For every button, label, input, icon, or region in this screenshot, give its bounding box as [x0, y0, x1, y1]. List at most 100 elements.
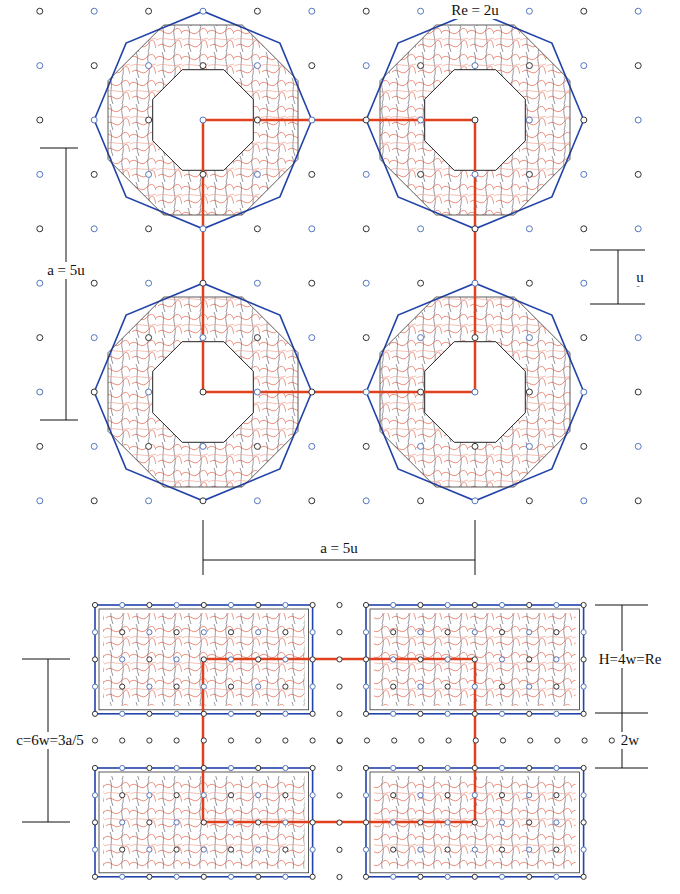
lattice-site [37, 335, 43, 341]
lattice-site [445, 602, 450, 607]
lattice-site [418, 630, 423, 635]
lattice-site [554, 684, 559, 689]
lattice-site [310, 630, 315, 635]
lattice-site [147, 711, 152, 716]
lattice-site [363, 874, 368, 879]
lattice-site [147, 874, 152, 879]
lattice-site [472, 711, 477, 716]
lattice-site [200, 389, 206, 395]
lattice-site [363, 684, 368, 689]
lattice-site [581, 8, 587, 14]
lattice-site [418, 602, 423, 607]
lattice-site [445, 630, 450, 635]
lattice-site [201, 793, 206, 798]
lattice-site [147, 630, 152, 635]
lattice-site [146, 280, 152, 286]
lattice-site [418, 657, 423, 662]
lattice-site [174, 847, 179, 852]
lattice-site [120, 738, 125, 743]
lattice-site [418, 793, 423, 798]
lattice-site [200, 335, 206, 341]
lattice-site [635, 335, 641, 341]
lattice-site [283, 602, 288, 607]
lattice-site [283, 630, 288, 635]
lattice-site [391, 630, 396, 635]
lattice-site [37, 8, 43, 14]
dimension-line [40, 148, 78, 420]
lattice-site [283, 793, 288, 798]
lattice-site [446, 738, 451, 743]
lattice-site [91, 280, 97, 286]
lattice-site [256, 738, 261, 743]
lattice-site [147, 765, 152, 770]
lattice-site [120, 630, 125, 635]
lattice-site [256, 657, 261, 662]
lattice-site [472, 117, 478, 123]
lattice-site [147, 793, 152, 798]
lattice-site [472, 63, 478, 69]
lattice-site [146, 63, 152, 69]
lattice-site [91, 8, 97, 14]
lattice-site [309, 8, 315, 14]
dimension-label: Re = 2u [449, 2, 501, 19]
lattice-site [581, 630, 586, 635]
lattice-site [526, 280, 532, 286]
lattice-site [256, 711, 261, 716]
lattice-site [527, 765, 532, 770]
lattice-site [310, 711, 315, 716]
lattice-site [472, 820, 477, 825]
lattice-site [499, 711, 504, 716]
lattice-site [92, 874, 97, 879]
lattice-site [174, 765, 179, 770]
lattice-site [254, 443, 260, 449]
lattice-site [499, 820, 504, 825]
lattice-site [309, 498, 315, 504]
lattice-site [363, 793, 368, 798]
dimension-label: a = 5u [45, 262, 87, 279]
lattice-site [418, 63, 424, 69]
lattice-site [635, 389, 641, 395]
lattice-site [146, 171, 152, 177]
lattice-site [147, 602, 152, 607]
lattice-site [445, 684, 450, 689]
lattice-site [201, 820, 206, 825]
lattice-site [554, 847, 559, 852]
lattice-site [146, 117, 152, 123]
lattice-site [254, 280, 260, 286]
lattice-site [363, 847, 368, 852]
lattice-site [254, 498, 260, 504]
lattice-site [228, 765, 233, 770]
lattice-site [337, 738, 342, 743]
lattice-site [392, 738, 397, 743]
lattice-site [201, 874, 206, 879]
lattice-site [228, 847, 233, 852]
lattice-site [174, 820, 179, 825]
lattice-site [581, 657, 586, 662]
lattice-site [499, 874, 504, 879]
dimension-line [595, 713, 648, 768]
lattice-site [37, 226, 43, 232]
lattice-site [228, 874, 233, 879]
lattice-site [254, 389, 260, 395]
lattice-site [37, 280, 43, 286]
lattice-site [201, 602, 206, 607]
lattice-site [310, 874, 315, 879]
lattice-site [499, 793, 504, 798]
lattice-site [418, 171, 424, 177]
lattice-site [92, 657, 97, 662]
lattice-site [174, 630, 179, 635]
lattice-site [363, 765, 368, 770]
lattice-site [499, 630, 504, 635]
lattice-site [363, 117, 369, 123]
lattice-site [445, 874, 450, 879]
lattice-site [581, 711, 586, 716]
lattice-site [147, 684, 152, 689]
lattice-site [200, 171, 206, 177]
lattice-site [147, 738, 152, 743]
dimension-line [590, 250, 645, 304]
lattice-site [554, 820, 559, 825]
lattice-site [363, 171, 369, 177]
lattice-site [337, 657, 342, 662]
lattice-site [201, 630, 206, 635]
lattice-site [445, 793, 450, 798]
